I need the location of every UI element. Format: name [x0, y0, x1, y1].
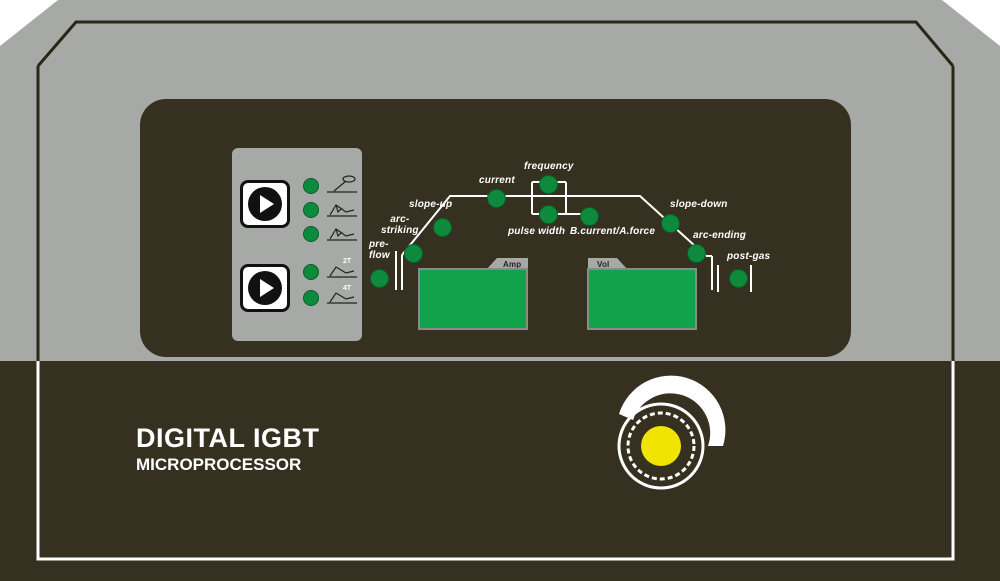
led-mode-pulse-tig — [303, 226, 319, 242]
brand-subtitle: MICROPROCESSOR — [136, 455, 302, 474]
led-trigger-4t — [303, 290, 319, 306]
led-mode-hf-tig — [303, 202, 319, 218]
amp-display — [418, 268, 528, 330]
label-slope-down: slope-down — [670, 199, 728, 210]
adjust-knob[interactable] — [612, 392, 724, 492]
brand-title: DIGITAL IGBT — [136, 423, 320, 453]
led-slope-down — [661, 214, 680, 233]
label-slope-up: slope-up — [409, 199, 453, 210]
amp-display-label: Amp — [503, 260, 522, 269]
label-4t: 4T — [343, 285, 352, 292]
led-mode-tig — [303, 178, 319, 194]
label-current: current — [479, 175, 515, 186]
vol-display — [587, 268, 697, 330]
mode-selector-box — [232, 148, 362, 341]
label-arc-ending: arc-ending — [693, 230, 747, 241]
label-post-gas: post-gas — [727, 251, 771, 262]
led-current — [487, 189, 506, 208]
led-arc-striking — [404, 244, 423, 263]
led-post-gas — [729, 269, 748, 288]
play-icon — [248, 271, 282, 305]
led-b-current — [580, 207, 599, 226]
label-b-current: B.current/A.force — [570, 226, 656, 237]
welding-mode-button[interactable] — [240, 180, 290, 228]
led-frequency — [539, 175, 558, 194]
label-pre-flow: pre- flow — [369, 239, 390, 261]
label-frequency: frequency — [524, 161, 574, 172]
vol-display-label: Vol — [597, 260, 610, 269]
label-arc-striking: arc- striking — [381, 214, 419, 236]
trigger-mode-button[interactable] — [240, 264, 290, 312]
led-arc-ending — [687, 244, 706, 263]
led-slope-up — [433, 218, 452, 237]
label-pulse-width: pulse width — [508, 226, 566, 237]
led-trigger-2t — [303, 264, 319, 280]
label-2t: 2T — [343, 258, 352, 265]
led-pre-flow — [370, 269, 389, 288]
play-icon — [248, 187, 282, 221]
led-pulse-width — [539, 205, 558, 224]
